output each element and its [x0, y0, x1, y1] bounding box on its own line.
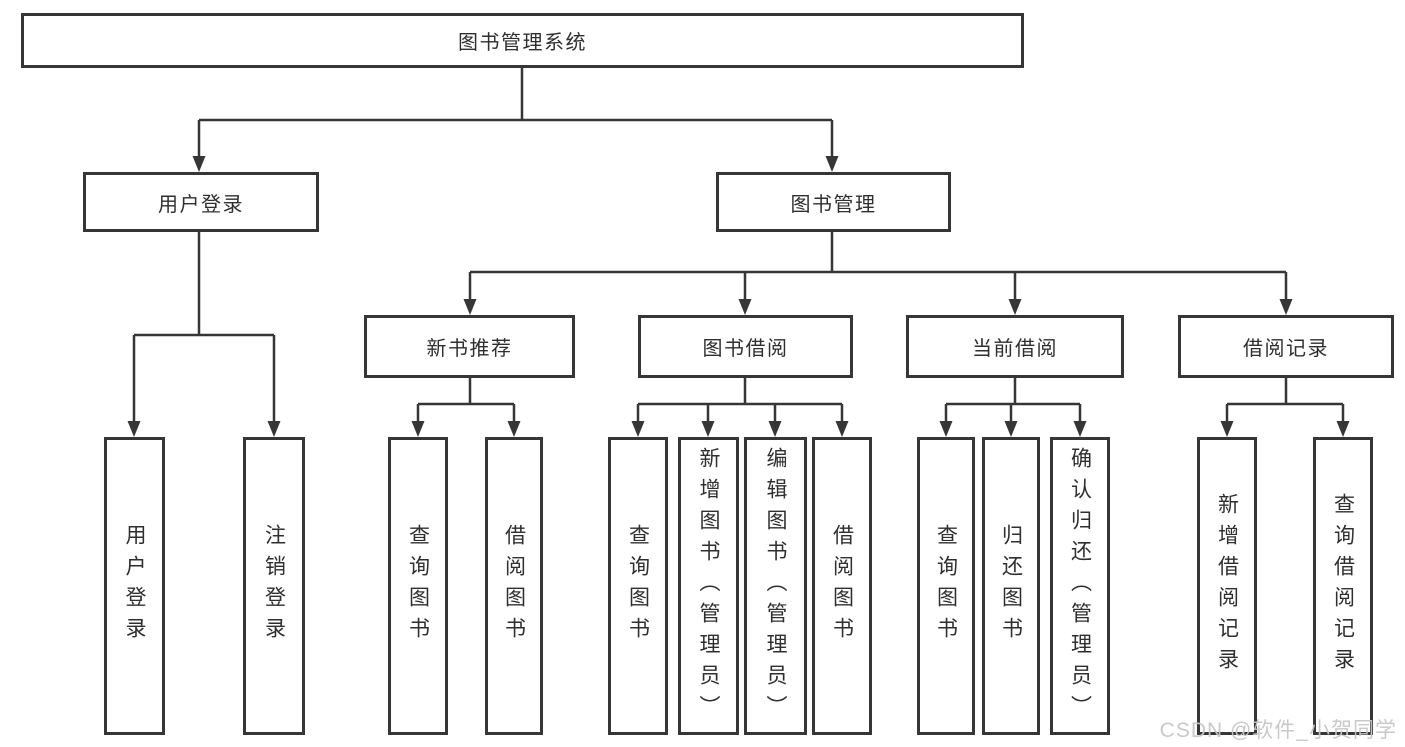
- node-current-borrowing: 当前借阅: [906, 315, 1124, 378]
- leaf-newbook-query-label: 查询图书: [406, 524, 430, 648]
- node-book-management: 图书管理: [716, 172, 951, 232]
- leaf-newbook-borrow: 借阅图书: [485, 437, 543, 735]
- leaf-current-confirm-admin: 确认归还（管理员）: [1050, 437, 1110, 735]
- leaf-borrow-borrow: 借阅图书: [812, 437, 872, 735]
- leaf-borrow-query-label: 查询图书: [626, 524, 650, 648]
- csdn-watermark: CSDN @软件_小贺同学: [1159, 719, 1397, 742]
- arrowhead-icons: [127, 156, 1350, 437]
- leaf-current-return-label: 归还图书: [999, 524, 1023, 648]
- connector-borrowrecord-to-leaves: [1225, 377, 1345, 424]
- node-user-login-label: 用户登录: [158, 193, 244, 216]
- connector-root-to-level2: [197, 68, 834, 159]
- node-user-login: 用户登录: [83, 172, 319, 232]
- leaf-newbook-query: 查询图书: [388, 437, 448, 735]
- leaf-borrow-add-admin: 新增图书（管理员）: [678, 437, 739, 735]
- node-book-borrowing-label: 图书借阅: [702, 338, 789, 360]
- leaf-current-confirm-admin-label: 确认归还（管理员）: [1068, 446, 1092, 726]
- node-current-borrowing-label: 当前借阅: [972, 338, 1058, 360]
- connector-newbook-to-leaves: [416, 377, 516, 424]
- leaf-borrow-edit-admin-label: 编辑图书（管理员）: [764, 446, 787, 726]
- leaf-current-query: 查询图书: [917, 437, 975, 735]
- node-root-label: 图书管理系统: [458, 32, 587, 54]
- leaf-borrow-edit-admin: 编辑图书（管理员）: [744, 437, 807, 735]
- connector-paths: [132, 68, 1345, 424]
- leaf-logout: 注销登录: [243, 437, 305, 735]
- leaf-user-login: 用户登录: [104, 437, 165, 735]
- node-borrow-records: 借阅记录: [1178, 315, 1394, 378]
- leaf-borrow-query: 查询图书: [608, 437, 668, 735]
- node-book-management-label: 图书管理: [790, 193, 877, 216]
- node-root-system: 图书管理系统: [21, 13, 1024, 68]
- leaf-record-add: 新增借阅记录: [1197, 437, 1257, 735]
- leaf-current-return: 归还图书: [982, 437, 1040, 735]
- connector-currentborrow-to-leaves: [944, 377, 1082, 424]
- leaf-record-query: 查询借阅记录: [1313, 437, 1373, 735]
- connector-bookmgmt-to-level3: [468, 232, 1288, 302]
- node-new-book-recommend-label: 新书推荐: [426, 338, 513, 360]
- connector-userlogin-to-leaves: [132, 232, 276, 424]
- leaf-user-login-label: 用户登录: [123, 524, 146, 648]
- leaf-record-query-label: 查询借阅记录: [1331, 493, 1355, 679]
- leaf-newbook-borrow-label: 借阅图书: [502, 524, 526, 648]
- leaf-borrow-borrow-label: 借阅图书: [830, 524, 854, 648]
- leaf-logout-label: 注销登录: [262, 524, 286, 648]
- node-new-book-recommend: 新书推荐: [364, 315, 575, 378]
- connector-bookborrow-to-leaves: [636, 377, 844, 424]
- node-borrow-records-label: 借阅记录: [1243, 338, 1329, 360]
- leaf-current-query-label: 查询图书: [934, 524, 958, 648]
- leaf-record-add-label: 新增借阅记录: [1215, 493, 1239, 679]
- node-book-borrowing: 图书借阅: [638, 315, 853, 378]
- leaf-borrow-add-admin-label: 新增图书（管理员）: [697, 446, 720, 726]
